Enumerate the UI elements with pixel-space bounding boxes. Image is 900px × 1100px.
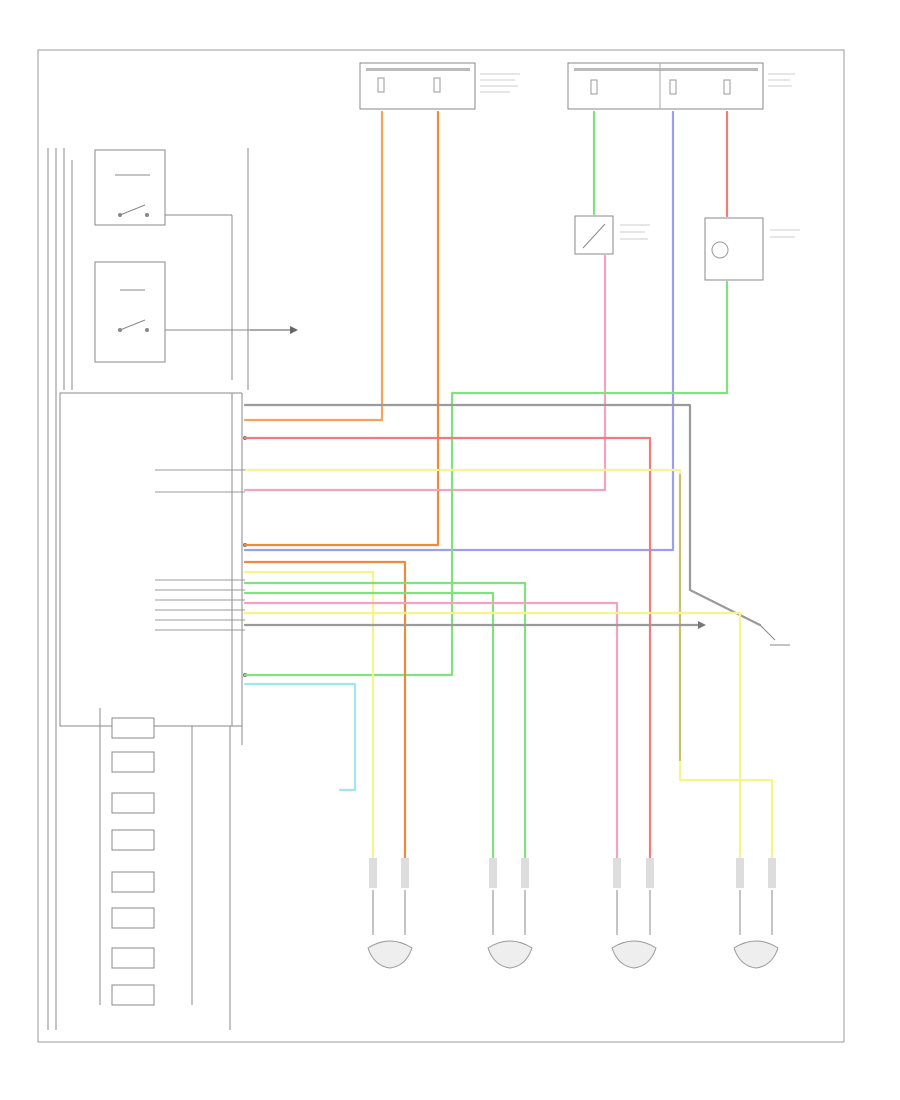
module-rails [47, 148, 249, 1030]
pressure-sensor [704, 217, 800, 281]
wire-yellow-low [243, 570, 375, 877]
splice-icon [243, 436, 247, 677]
wire-green-low1 [243, 581, 527, 877]
diagram-frame [37, 49, 845, 1043]
wire-lightblue [243, 682, 357, 792]
sensor-lr [487, 858, 533, 969]
wire-gray-bus [243, 403, 762, 627]
signal-lines [155, 469, 245, 631]
relay-switch-icon [115, 174, 150, 332]
wire-darkorange-top [243, 110, 440, 547]
fuse-icon [377, 77, 441, 93]
fuse-block-right [567, 62, 795, 110]
wire-pink-brake [243, 254, 607, 492]
relay-group [94, 149, 298, 363]
brake-switch [574, 215, 650, 255]
wire-darkorange-low [243, 560, 407, 877]
control-module [59, 392, 243, 745]
sensor-lf [367, 858, 413, 969]
sensor-rr [611, 858, 657, 969]
wire-green-low2 [243, 591, 495, 877]
fuse-block-left [359, 62, 520, 110]
wire-green-sensor [243, 280, 729, 677]
wire-orange-top [243, 110, 384, 422]
wire-yellow-bus [243, 468, 774, 877]
sensor-rf [733, 858, 779, 969]
wire-blue-main [243, 110, 675, 552]
sensor-icon [367, 940, 413, 969]
wire-pink-low [243, 601, 619, 877]
switch-stack [99, 708, 231, 1030]
wire-red-bus [243, 436, 652, 877]
wire-yellow-low2 [243, 611, 742, 877]
ground-icon [759, 624, 790, 646]
